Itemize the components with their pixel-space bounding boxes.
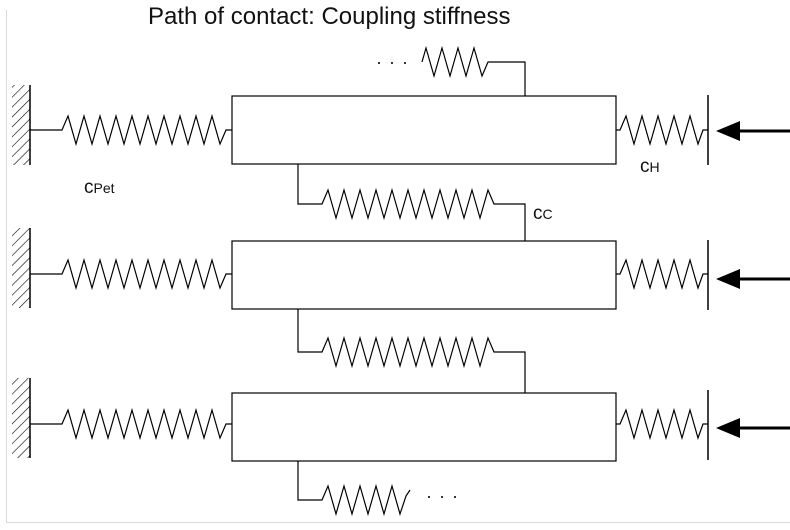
fixed-wall-3 xyxy=(12,378,30,458)
spring-ch-1 xyxy=(616,113,708,147)
tooth-block-1 xyxy=(231,95,617,165)
ellipsis-bottom: · · · xyxy=(426,486,459,506)
fixed-wall-2 xyxy=(12,228,30,308)
ellipsis-top: · · · xyxy=(376,52,409,72)
spring-ch-3 xyxy=(616,407,708,441)
spring-cpet-1 xyxy=(30,113,232,147)
tooth-row-2 xyxy=(12,228,790,310)
spring-cpet-3 xyxy=(30,407,232,441)
label-c-c: cC xyxy=(533,203,553,224)
spring-cc-1-2 xyxy=(297,164,526,241)
spring-cc-bottom xyxy=(297,461,411,517)
tooth-block-2 xyxy=(231,240,617,310)
tooth-block-3 xyxy=(231,392,617,462)
label-c-h: cH xyxy=(640,156,660,177)
fixed-wall-1 xyxy=(12,85,30,165)
tooth-row-1 xyxy=(12,45,790,165)
tooth-row-3 xyxy=(12,378,790,517)
diagram-title: Path of contact: Coupling stiffness xyxy=(148,3,511,30)
spring-cc-2-3 xyxy=(297,309,526,393)
spring-ch-2 xyxy=(616,257,708,291)
label-c-pet: cPet xyxy=(84,177,115,198)
figure-frame xyxy=(6,10,790,523)
spring-cpet-2 xyxy=(30,257,232,291)
spring-cc-top xyxy=(421,45,526,96)
